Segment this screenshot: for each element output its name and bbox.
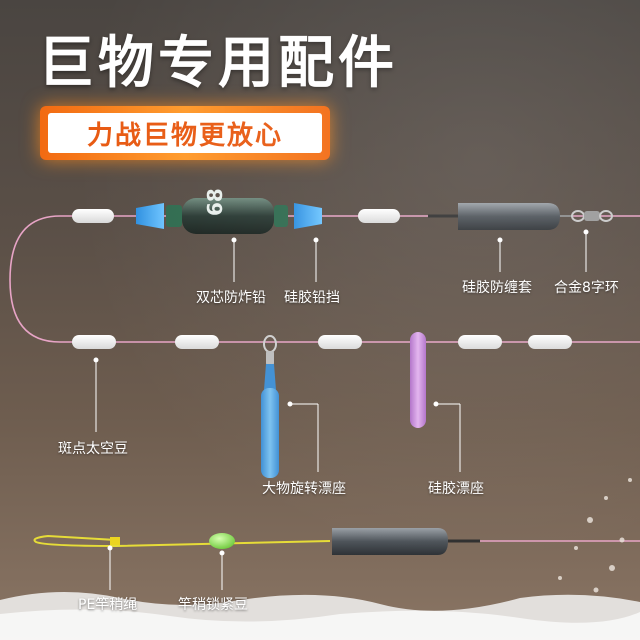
label-pe-line: PE竿稍绳 <box>78 597 138 613</box>
sinker-mark: 68 <box>203 188 227 216</box>
silicone-stopper-right <box>294 203 322 229</box>
space-bean <box>318 335 362 349</box>
space-bean <box>358 209 400 223</box>
space-bean <box>72 209 114 223</box>
swivel-icon <box>560 210 613 222</box>
label-silicone-seat: 硅胶漂座 <box>428 481 484 497</box>
anti-tangle-sleeve <box>458 203 560 230</box>
label-stopper: 硅胶铅挡 <box>284 290 340 306</box>
label-space-bean: 斑点太空豆 <box>58 441 128 457</box>
double-core-sinker: 68 <box>166 188 288 234</box>
space-bean <box>175 335 219 349</box>
space-bean <box>458 335 502 349</box>
rotary-float-seat <box>261 335 279 478</box>
page-title: 巨物专用配件 <box>38 31 398 96</box>
label-swivel: 合金8字环 <box>554 280 619 296</box>
space-bean <box>72 335 116 349</box>
silicone-stopper-left <box>136 203 164 229</box>
space-bean <box>528 335 572 349</box>
label-rotary-seat: 大物旋转漂座 <box>262 481 346 497</box>
subtitle-banner: 力战巨物更放心 <box>40 106 330 160</box>
pe-line-knot <box>110 537 120 545</box>
subtitle-text: 力战巨物更放心 <box>86 120 283 151</box>
leader-lines <box>93 229 589 590</box>
label-sinker: 双芯防炸铅 <box>196 290 266 306</box>
label-lock-bean: 竿稍锁紧豆 <box>178 597 248 613</box>
bottom-weight <box>332 528 448 555</box>
pe-line <box>33 534 331 548</box>
water-droplets <box>558 478 632 593</box>
label-sleeve: 硅胶防缠套 <box>462 280 532 296</box>
silicone-float-seat <box>410 332 426 428</box>
main-line <box>9 215 640 343</box>
rod-tip-lock-bean <box>209 533 235 549</box>
